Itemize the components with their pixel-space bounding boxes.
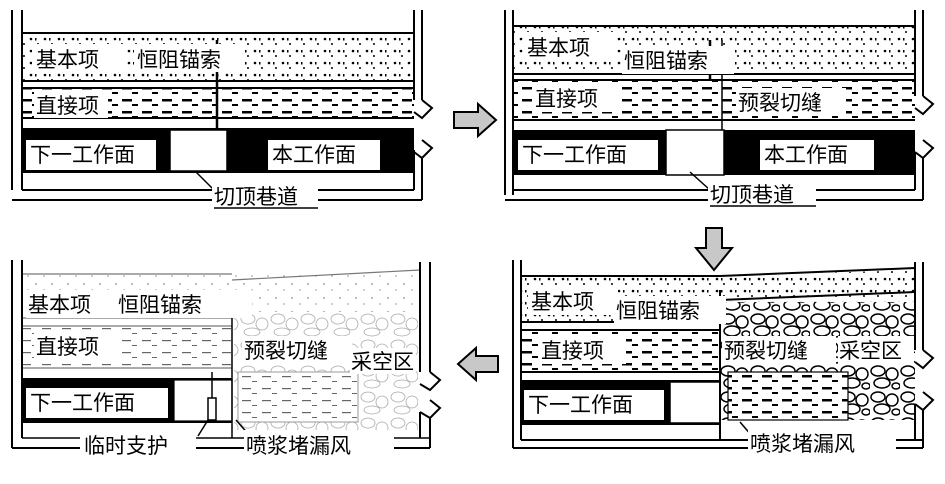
collapsed-block	[237, 371, 359, 423]
panel-2: 基本项 恒阻锚索 直接项 预裂切缝 下一工作面 本工作面 切顶巷道	[504, 10, 935, 207]
label-next-face: 下一工作面	[528, 393, 633, 417]
break-line	[419, 399, 442, 420]
label-direct-roof: 直接项	[541, 339, 604, 363]
label-precrack: 预裂切缝	[244, 339, 328, 363]
label-precrack: 预裂切缝	[738, 91, 822, 115]
label-direct-roof: 直接项	[36, 94, 99, 118]
label-main-roof: 基本项	[531, 290, 594, 314]
label-goaf: 采空区	[351, 350, 414, 374]
roadway	[173, 379, 233, 422]
panel-3: 基本项 恒阻锚索 直接项 预裂切缝 采空区 下一工作面 喷浆堵漏风	[512, 260, 935, 456]
break-line	[419, 371, 442, 392]
collapsed-block	[727, 371, 849, 421]
label-anchor: 恒阻锚索	[616, 299, 700, 323]
label-this-face: 本工作面	[764, 143, 848, 167]
roadway	[669, 381, 721, 424]
label-direct-roof: 直接项	[36, 335, 99, 359]
label-next-face: 下一工作面	[30, 391, 135, 415]
roadway	[169, 129, 228, 172]
label-roadway: 切顶巷道	[214, 185, 298, 209]
label-main-roof: 基本项	[36, 48, 99, 72]
break-line	[413, 139, 434, 160]
label-precrack: 预裂切缝	[724, 339, 808, 363]
roadway	[665, 129, 725, 176]
label-main-roof: 基本项	[28, 293, 91, 317]
down-arrow	[693, 227, 735, 272]
label-spray: 喷浆堵漏风	[246, 434, 351, 458]
label-next-face: 下一工作面	[30, 143, 135, 167]
left-arrow	[456, 345, 499, 383]
break-line	[413, 99, 434, 120]
break-line	[914, 139, 935, 160]
label-this-face: 本工作面	[272, 143, 356, 167]
label-direct-roof: 直接项	[535, 87, 598, 111]
panel-4: 基本项 恒阻锚索 直接项 预裂切缝 采空区 下一工作面 临时支护 喷浆堵漏风	[11, 260, 442, 458]
break-line	[914, 349, 935, 370]
panel-1: 基本项 恒阻锚索 直接项 下一工作面 本工作面 切顶巷道	[11, 10, 434, 209]
temp-support-prop	[207, 397, 217, 421]
label-roadway: 切顶巷道	[710, 183, 794, 207]
label-temp-support: 临时支护	[84, 434, 168, 458]
label-anchor: 恒阻锚索	[624, 49, 708, 73]
label-main-roof: 基本项	[527, 36, 590, 60]
label-next-face: 下一工作面	[522, 143, 627, 167]
right-arrow	[453, 101, 498, 139]
break-line	[914, 95, 935, 116]
label-anchor: 恒阻锚索	[137, 48, 221, 72]
label-spray: 喷浆堵漏风	[750, 432, 855, 456]
label-anchor: 恒阻锚索	[118, 293, 202, 317]
label-goaf: 采空区	[839, 339, 902, 363]
break-line	[914, 391, 935, 412]
